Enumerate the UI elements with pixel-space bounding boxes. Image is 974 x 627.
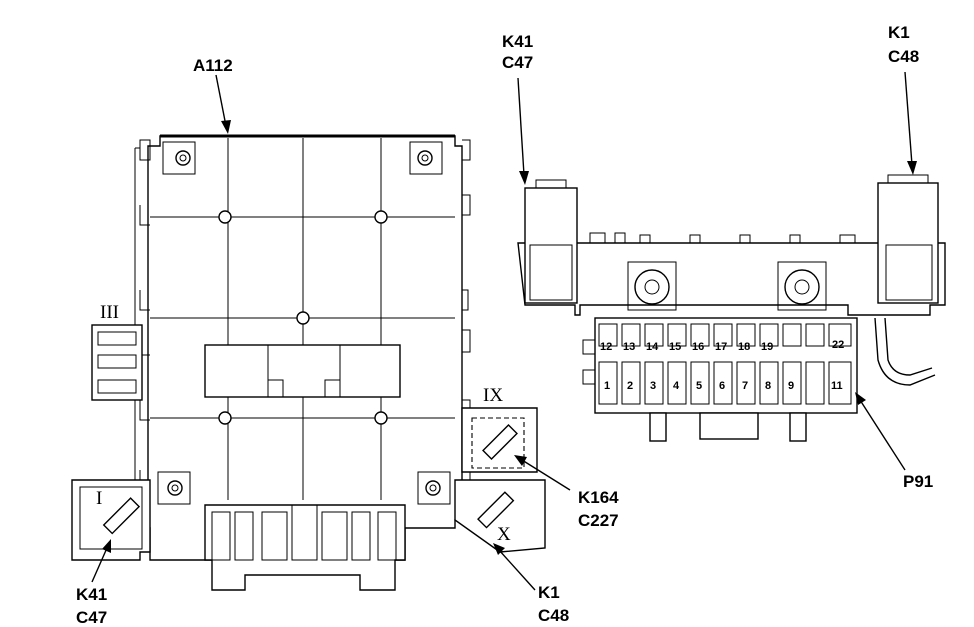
- roman-label-iii: III: [100, 302, 119, 323]
- pin-label: 9: [788, 380, 794, 392]
- pin-label: 5: [696, 380, 702, 392]
- label-k164: K164: [578, 488, 619, 507]
- label-c48-top: C48: [888, 47, 919, 66]
- roman-label-ix: IX: [483, 385, 503, 406]
- a112-module: [71, 134, 546, 591]
- fuse-block-iii: [91, 324, 143, 401]
- label-c47-bottom: C47: [76, 608, 107, 627]
- roman-label-i: I: [96, 488, 102, 509]
- pin-label: 13: [623, 341, 635, 353]
- label-c48-bottom: C48: [538, 606, 569, 625]
- pin-label: 6: [719, 380, 725, 392]
- pin-label: 19: [761, 341, 773, 353]
- screw-icon: [162, 141, 196, 175]
- pin-label: 12: [600, 341, 612, 353]
- pin-label: 15: [669, 341, 681, 353]
- pin-label: 17: [715, 341, 727, 353]
- p91-fuse-panel: [517, 174, 946, 442]
- pin-label: 8: [765, 380, 771, 392]
- pin-label: 11: [831, 380, 843, 392]
- label-a112: A112: [193, 56, 233, 75]
- pin-labels-top: 12 13 14 15 16 17 18 19 22: [600, 339, 844, 353]
- pin-label: 22: [832, 339, 844, 351]
- screw-icon: [409, 141, 443, 175]
- pin-label: 18: [738, 341, 750, 353]
- label-k41-bottom: K41: [76, 585, 107, 604]
- screw-icon: [417, 471, 451, 505]
- screw-icon: [157, 471, 191, 505]
- label-c227: C227: [578, 511, 619, 530]
- pin-label: 14: [646, 341, 659, 353]
- leader-lines: [91, 71, 917, 591]
- pin-label: 4: [673, 380, 680, 392]
- pin-label: 7: [742, 380, 748, 392]
- pin-labels-bottom: 1 2 3 4 5 6 7 8 9 11: [604, 380, 843, 392]
- pin-label: 1: [604, 380, 610, 392]
- label-p91: P91: [903, 472, 933, 491]
- relay-slot-x: [454, 479, 546, 553]
- pin-label: 2: [627, 380, 633, 392]
- pin-label: 16: [692, 341, 704, 353]
- label-k1-top: K1: [888, 23, 910, 42]
- label-k1-bottom: K1: [538, 583, 560, 602]
- label-k41-top: K41: [502, 32, 533, 51]
- roman-label-x: X: [497, 524, 511, 545]
- label-c47-top: C47: [502, 53, 533, 72]
- pin-label: 3: [650, 380, 656, 392]
